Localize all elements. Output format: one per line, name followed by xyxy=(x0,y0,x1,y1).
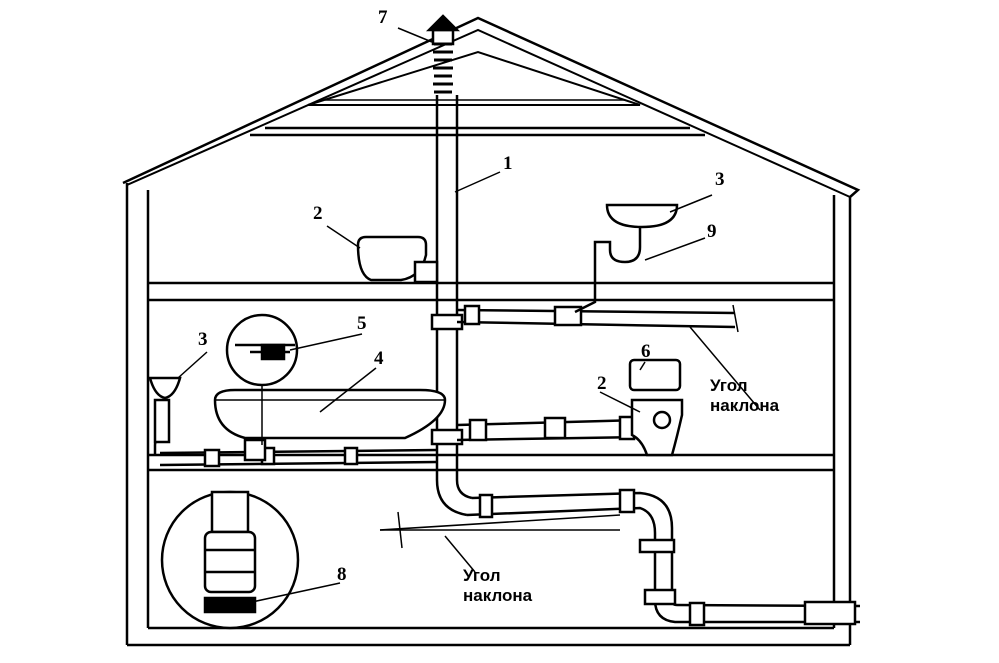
middle-branch-left xyxy=(153,438,438,468)
label-8: 8 xyxy=(337,564,347,585)
detail-bath-drain xyxy=(225,313,299,445)
label-3-middle: 3 xyxy=(198,329,208,350)
middle-sink xyxy=(148,376,182,444)
slope-annotation-lower: Угол наклона xyxy=(463,566,532,606)
label-7: 7 xyxy=(378,7,388,28)
leader-lines xyxy=(177,27,713,603)
slope-upper-line2: наклона xyxy=(710,396,780,415)
slope-lower-line2: наклона xyxy=(463,586,533,605)
slope-annotation-upper: Угол наклона xyxy=(710,376,779,416)
label-2-upper: 2 xyxy=(313,203,323,224)
label-5: 5 xyxy=(357,313,367,334)
middle-toilet xyxy=(628,358,684,457)
house-outline xyxy=(122,16,861,647)
label-6: 6 xyxy=(641,341,651,362)
upper-toilet xyxy=(356,235,439,284)
label-2-middle: 2 xyxy=(597,373,607,394)
sewer-drain-pipe xyxy=(379,488,861,627)
label-3-upper: 3 xyxy=(715,169,725,190)
detail-cleanout xyxy=(160,490,300,630)
slope-upper-line1: Угол xyxy=(710,376,748,395)
label-9: 9 xyxy=(707,221,717,242)
upper-branch-right xyxy=(456,304,761,411)
upper-sink xyxy=(574,203,679,314)
label-4: 4 xyxy=(374,348,384,369)
label-1: 1 xyxy=(503,153,513,174)
middle-branch-right xyxy=(456,415,641,442)
slope-lower-line1: Угол xyxy=(463,566,501,585)
bathtub xyxy=(213,388,447,462)
